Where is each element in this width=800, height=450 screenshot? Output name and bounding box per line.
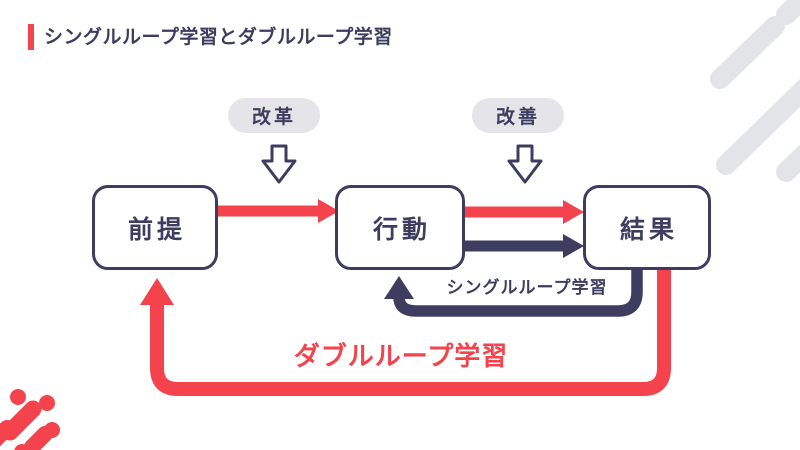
node-premise: 前提 [92,185,218,270]
single-loop-label: シングルループ学習 [446,278,608,298]
pill-reform-label: 改革 [251,106,296,128]
pill-reform: 改革 [228,98,320,133]
node-action: 行動 [335,185,465,270]
arrow-premise-to-action-icon [218,199,339,223]
header: シングルループ学習とダブルループ学習 [28,24,393,50]
node-result: 結果 [583,185,711,270]
node-result-label: 結果 [619,214,678,244]
title-accent-bar [28,24,34,50]
page-title: シングルループ学習とダブルループ学習 [44,26,393,48]
node-premise-label: 前提 [127,214,186,244]
pill-improve: 改善 [472,98,564,133]
down-arrow-improve-icon [507,144,543,184]
down-arrow-reform-icon [261,144,297,184]
node-action-label: 行動 [372,214,431,244]
decor-dots-bottom-left-icon [0,389,60,450]
arrow-action-to-result-navy-icon [465,234,584,258]
decor-stripes-top-right-icon [710,0,800,182]
pill-improve-label: 改善 [495,106,540,128]
double-loop-label: ダブルループ学習 [293,342,509,372]
arrow-action-to-result-red-icon [465,200,584,224]
